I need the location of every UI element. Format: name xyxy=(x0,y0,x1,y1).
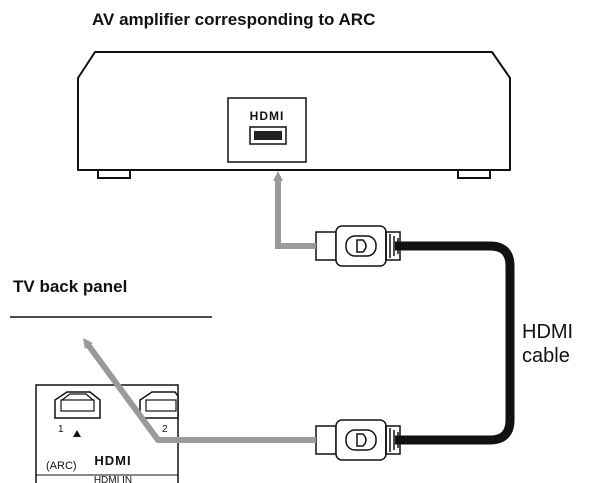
arrow-to-tv-port xyxy=(83,337,316,443)
tv-back-panel-title: TV back panel xyxy=(13,277,128,296)
amplifier-hdmi-port xyxy=(227,97,307,163)
hdmi-cable-label: HDMI cable xyxy=(522,320,573,368)
tv-port-panel xyxy=(35,384,179,483)
hdmi-cable-label-line2: cable xyxy=(522,345,570,367)
tv-hdmi-logo: HDMI xyxy=(94,453,131,468)
amplifier-hdmi-logo: HDMI xyxy=(250,109,285,123)
hdmi-cable-label-line1: HDMI xyxy=(522,321,574,343)
tv-port1-number: 1 xyxy=(58,424,64,435)
tv-port2-number: 2 xyxy=(162,424,168,435)
hdmi-connector-upper xyxy=(315,225,401,267)
hdmi-cable xyxy=(395,241,515,445)
tv-hdmi-in-label: HDMI IN xyxy=(94,475,132,483)
tv-port1-arc-label: (ARC) xyxy=(46,460,77,472)
amplifier-title: AV amplifier corresponding to ARC xyxy=(92,10,376,29)
hdmi-connector-lower xyxy=(315,419,401,461)
arrow-to-amplifier xyxy=(273,171,316,249)
